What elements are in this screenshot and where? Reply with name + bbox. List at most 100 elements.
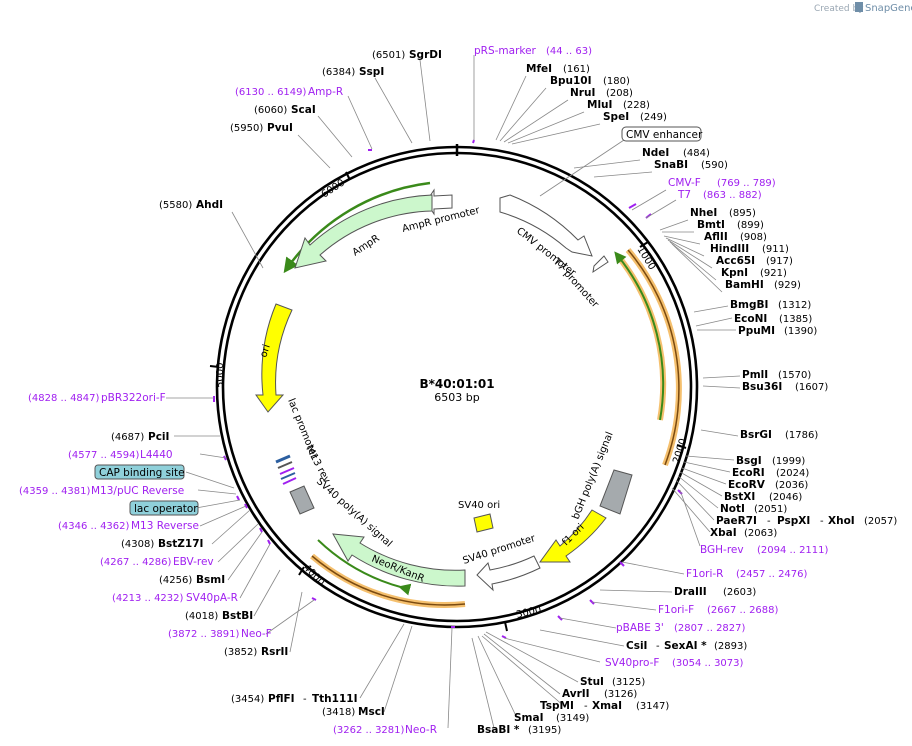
- primer-f1ori-f[interactable]: F1ori-F: [658, 604, 694, 616]
- cap-binding-site-box[interactable]: CAP binding site: [94, 464, 185, 480]
- primer-sv40pro-f[interactable]: SV40pro-F: [605, 657, 659, 669]
- site-pflfi[interactable]: PflFI: [268, 693, 295, 705]
- f1-ori-arrow[interactable]: [539, 509, 607, 563]
- site-mfei[interactable]: MfeI: [526, 63, 552, 75]
- site-pos-tsp: (3147): [636, 701, 669, 712]
- primer-neo-f[interactable]: Neo-F: [241, 628, 272, 640]
- primer-range-pbabe-3: (2807 .. 2827): [674, 623, 746, 634]
- cap-binding-site-label: CAP binding site: [99, 467, 185, 479]
- sv40-polya-box[interactable]: [289, 485, 315, 515]
- primer-m13-reverse[interactable]: M13 Reverse: [131, 520, 199, 532]
- neor-orf-line[interactable]: [311, 555, 466, 606]
- site-snabi[interactable]: SnaBI: [654, 159, 688, 171]
- site-pos-ecorv: (2036): [775, 480, 808, 491]
- site-ndei[interactable]: NdeI: [642, 147, 669, 159]
- site-sexai[interactable]: SexAI *: [664, 640, 707, 652]
- site-nrui[interactable]: NruI: [570, 87, 595, 99]
- primer-f1ori-r[interactable]: F1ori-R: [686, 568, 723, 580]
- primer-sv40pa-r[interactable]: SV40pA-R: [186, 592, 238, 604]
- site-sgrdi[interactable]: SgrDI: [409, 49, 442, 61]
- site-msci[interactable]: MscI: [358, 706, 385, 718]
- site-bamhi[interactable]: BamHI: [725, 279, 764, 291]
- site-bsu36i[interactable]: Bsu36I: [742, 381, 782, 393]
- site-pos-ahdi: (5580): [159, 200, 192, 211]
- site-ppumi[interactable]: PpuMI: [738, 325, 775, 337]
- site-tspmi[interactable]: TspMI: [540, 700, 574, 712]
- site-rsrii[interactable]: RsrII: [261, 646, 288, 658]
- site-acc65i[interactable]: Acc65I: [716, 255, 755, 267]
- site-pos-ndei: (484): [683, 148, 710, 159]
- site-pos-draiii: (2603): [723, 587, 756, 598]
- primer-bgh-rev[interactable]: BGH-rev: [700, 544, 744, 556]
- site-scai[interactable]: ScaI: [291, 104, 316, 116]
- cmv-promoter-arrow[interactable]: [499, 194, 593, 257]
- site-stui[interactable]: StuI: [580, 676, 604, 688]
- primer-pbabe-3[interactable]: pBABE 3': [616, 622, 664, 634]
- site-xhoi[interactable]: XhoI: [828, 515, 855, 527]
- cmv-enhancer-box[interactable]: CMV enhancer: [621, 126, 703, 142]
- site-nhei[interactable]: NheI: [690, 207, 717, 219]
- lac-operator-box[interactable]: lac operator: [129, 500, 199, 516]
- insert-orf-line[interactable]: [627, 249, 680, 466]
- site-hindiii[interactable]: HindIII: [710, 243, 749, 255]
- primer-pbr322ori-f[interactable]: pBR322ori-F: [101, 392, 166, 404]
- site-kpni[interactable]: KpnI: [721, 267, 748, 279]
- site-pos-bsmi: (4256): [159, 575, 192, 586]
- site-pvui[interactable]: PvuI: [267, 122, 293, 134]
- primer-range-m13-puc: (4359 .. 4381): [19, 486, 91, 497]
- site-tth111i[interactable]: Tth111I: [312, 693, 357, 705]
- sv40-promoter-arrow[interactable]: [476, 555, 541, 592]
- primer-ebv-rev[interactable]: EBV-rev: [173, 556, 214, 568]
- site-bmgbi[interactable]: BmgBI: [730, 299, 768, 311]
- site-bstbi[interactable]: BstBI: [222, 610, 253, 622]
- site-bstz17i[interactable]: BstZ17I: [158, 538, 203, 550]
- site-pcii[interactable]: PciI: [148, 431, 169, 443]
- primer-l4440[interactable]: L4440: [140, 449, 173, 461]
- neor-feature-arrow[interactable]: [332, 533, 466, 587]
- insert-orf2-line[interactable]: [614, 251, 665, 421]
- site-pos-bstxi: (2046): [769, 492, 802, 503]
- primer-neo-r[interactable]: Neo-R: [405, 724, 437, 736]
- primer-m13-puc-reverse[interactable]: M13/pUC Reverse: [91, 485, 184, 497]
- site-ahdi[interactable]: AhdI: [196, 199, 223, 211]
- primer-t7[interactable]: T7: [677, 189, 691, 201]
- site-econi[interactable]: EcoNI: [734, 313, 767, 325]
- site-ecori[interactable]: EcoRI: [732, 467, 765, 479]
- site-draiii[interactable]: DraIII: [674, 586, 707, 598]
- site-smai[interactable]: SmaI: [514, 712, 544, 724]
- sv40-ori-box[interactable]: [473, 513, 494, 533]
- site-bsgi[interactable]: BsgI: [736, 455, 762, 467]
- site-xmai[interactable]: XmaI: [592, 700, 622, 712]
- primer-range-bgh-rev: (2094 .. 2111): [757, 545, 829, 556]
- site-ecorv[interactable]: EcoRV: [728, 479, 766, 491]
- site-aflii[interactable]: AflII: [704, 231, 728, 243]
- site-pos-bsrgi: (1786): [785, 430, 818, 441]
- bgh-polya-box[interactable]: [599, 469, 633, 515]
- credit-prefix: Created by: [814, 4, 864, 14]
- site-noti[interactable]: NotI: [720, 503, 745, 515]
- site-spei[interactable]: SpeI: [603, 111, 629, 123]
- site-bsmi[interactable]: BsmI: [196, 574, 225, 586]
- site-mlui[interactable]: MluI: [587, 99, 612, 111]
- site-pspxi[interactable]: PspXI: [777, 515, 810, 527]
- site-xbai[interactable]: XbaI: [710, 527, 737, 539]
- ampr-feature-arrow[interactable]: [294, 194, 433, 269]
- site-bpu10i[interactable]: Bpu10I: [550, 75, 592, 87]
- neor-orf2-line[interactable]: [317, 539, 412, 596]
- site-paer7i[interactable]: PaeR7I: [716, 515, 757, 527]
- t7-promoter-arrow[interactable]: [592, 255, 609, 274]
- ori-feature-arrow[interactable]: [255, 303, 293, 413]
- site-bmti[interactable]: BmtI: [697, 219, 725, 231]
- site-pos-mlui: (228): [623, 100, 650, 111]
- primer-cmv-f[interactable]: CMV-F: [668, 177, 701, 189]
- site-pos-ppumi: (1390): [784, 326, 817, 337]
- primer-amp-r[interactable]: Amp-R: [308, 86, 343, 98]
- site-avrii[interactable]: AvrII: [562, 688, 590, 700]
- primer-prs-marker[interactable]: pRS-marker: [474, 45, 537, 57]
- site-bstxi[interactable]: BstXI: [724, 491, 755, 503]
- site-csii[interactable]: CsiI: [626, 640, 647, 652]
- site-bsrgi[interactable]: BsrGI: [740, 429, 772, 441]
- site-pmli[interactable]: PmlI: [742, 369, 768, 381]
- site-sspi[interactable]: SspI: [359, 66, 384, 78]
- site-bsabi[interactable]: BsaBI *: [477, 724, 520, 736]
